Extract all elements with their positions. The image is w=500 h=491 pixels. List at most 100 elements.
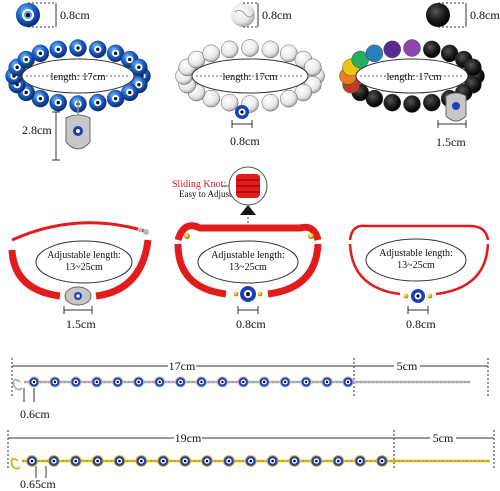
bead xyxy=(220,40,239,59)
chain-length-label-gold: 19cm xyxy=(175,431,202,445)
evil-eye-pupil xyxy=(336,459,340,463)
bead-pupil xyxy=(128,57,132,62)
evil-eye-charm-icon-red-2 xyxy=(233,286,263,302)
bead-size-label-white: 0.8cm xyxy=(262,8,292,22)
evil-eye-pupil xyxy=(221,380,224,384)
evil-eye-pupil xyxy=(137,380,140,384)
eye-size-dimension-gold xyxy=(35,466,47,478)
blue-bead-sample xyxy=(16,3,40,27)
evil-eye-pupil xyxy=(304,380,308,384)
length-label-black: length: 17cm xyxy=(386,72,441,83)
evil-eye-pupil xyxy=(271,459,274,463)
evil-eye-charm-icon xyxy=(235,105,249,119)
hamsa-charm-icon-black xyxy=(445,92,467,122)
red-cord-bracelet-3 xyxy=(348,224,490,296)
evil-eye-pupil xyxy=(293,459,296,463)
bead xyxy=(365,44,384,63)
sliding-knot-icon xyxy=(228,166,268,206)
evil-eye-pupil xyxy=(116,380,119,384)
evil-eye-pupil xyxy=(30,459,34,463)
knot-title: Sliding Knot: xyxy=(172,179,226,190)
red-braided-bracelet-2 xyxy=(174,222,322,298)
bead-pupil xyxy=(15,65,19,70)
eye-size-dimension-red-3 xyxy=(407,306,429,314)
white-bead-bracelet xyxy=(175,39,325,113)
evil-eye-pupil xyxy=(32,380,36,384)
adjustable-label-1-line2: 13~25cm xyxy=(65,262,103,273)
eye-size-dimension-white xyxy=(231,120,253,128)
eye-size-label-red-2: 0.8cm xyxy=(236,317,266,331)
bead-pupil xyxy=(137,65,141,70)
bead-pupil xyxy=(96,47,100,52)
bead-pupil xyxy=(96,100,100,105)
bead xyxy=(220,93,239,112)
bead-pupil xyxy=(137,82,141,87)
evil-eye-pupil xyxy=(179,380,182,384)
gold-evil-eye-chain xyxy=(10,455,490,470)
bead-size-label-black: 0.8cm xyxy=(470,8,500,22)
hamsa-charm-icon xyxy=(65,100,91,150)
bead-pupil xyxy=(113,96,118,101)
evil-eye-pupil xyxy=(358,459,362,463)
length-label-white: length: 17cm xyxy=(222,72,277,83)
bead xyxy=(403,39,421,57)
bead xyxy=(280,89,298,108)
evil-eye-pupil xyxy=(200,380,203,384)
bead xyxy=(202,44,220,63)
charm-width-dimension-black xyxy=(437,120,467,128)
bead-size-label-blue: 0.8cm xyxy=(60,8,90,22)
evil-eye-pupil xyxy=(140,459,143,463)
eye-size-label-white: 0.8cm xyxy=(230,134,260,148)
lobster-clasp-icon xyxy=(12,378,23,391)
bead xyxy=(423,40,441,59)
charm-width-label-black: 1.5cm xyxy=(436,135,466,149)
adjustable-label-2-line2: 13~25cm xyxy=(229,262,267,273)
extender-length-label-silver: 5cm xyxy=(397,359,418,373)
bead xyxy=(423,93,441,112)
evil-eye-pupil xyxy=(346,380,350,384)
evil-eye-pupil xyxy=(158,380,161,384)
charm-width-dimension-red xyxy=(63,306,93,314)
evil-eye-pupil xyxy=(118,459,121,463)
bead-size-dimension-white xyxy=(243,2,259,28)
adjustable-label-3-line2: 13~25cm xyxy=(397,260,435,271)
bead xyxy=(383,93,401,112)
extender-length-label-gold: 5cm xyxy=(433,431,454,445)
evil-eye-charm-icon-red-3 xyxy=(403,289,433,303)
hamsa-charm-icon-red xyxy=(64,286,92,306)
evil-eye-pupil xyxy=(161,459,165,463)
lobster-clasp-icon xyxy=(10,457,21,470)
adjustable-label-3-line1: Adjustable length: xyxy=(379,248,453,259)
red-braided-bracelet-1 xyxy=(8,221,152,300)
evil-eye-pupil xyxy=(325,380,329,384)
bead-pupil xyxy=(38,51,43,56)
bead xyxy=(241,39,259,57)
bead-pupil xyxy=(128,90,132,95)
bead-pupil xyxy=(56,47,60,52)
evil-eye-pupil xyxy=(74,459,78,463)
evil-eye-pupil xyxy=(227,459,231,463)
charm-length-dimension xyxy=(52,111,60,161)
bead-size-dimension-black xyxy=(438,2,467,28)
bead xyxy=(464,58,482,77)
bead-pupil xyxy=(56,100,60,105)
eye-size-dimension-red-2 xyxy=(237,306,259,314)
bead-pupil xyxy=(76,46,80,50)
eye-size-label-gold: 0.65cm xyxy=(20,477,56,491)
evil-eye-pupil xyxy=(52,459,56,463)
bead-pupil xyxy=(24,57,28,62)
bead xyxy=(261,93,280,112)
bead xyxy=(304,58,322,77)
evil-eye-pupil xyxy=(249,459,253,463)
evil-eye-pupil xyxy=(284,380,287,384)
evil-eye-pupil xyxy=(380,459,384,463)
evil-eye-pupil xyxy=(242,380,245,384)
evil-eye-pupil xyxy=(74,380,78,384)
adjustable-label-1-line1: Adjustable length: xyxy=(47,250,121,261)
white-bead-sample xyxy=(231,3,255,27)
black-bead-sample xyxy=(426,3,450,27)
bead-pupil xyxy=(24,90,28,95)
bead-size-dimension xyxy=(28,2,57,28)
adjustable-oval-1 xyxy=(35,240,133,284)
bead-pupil xyxy=(113,51,118,56)
